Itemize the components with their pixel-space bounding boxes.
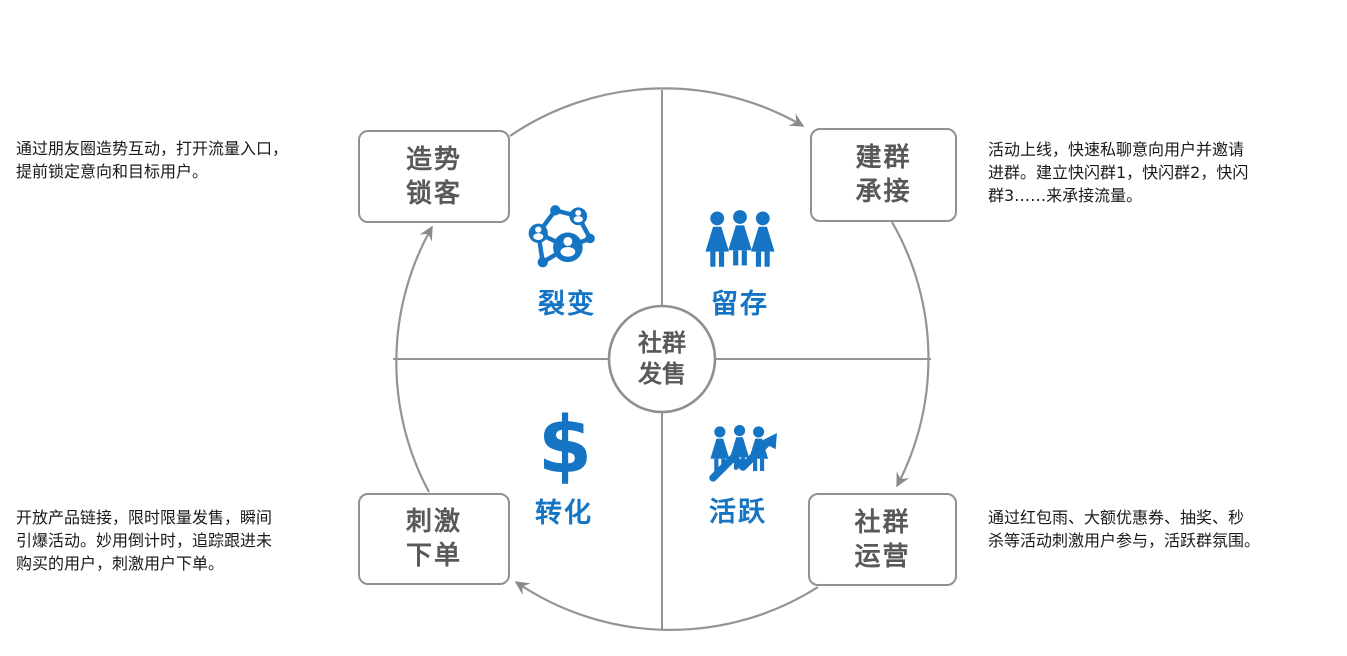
stage-description-stimulate-orders: 开放产品链接，限时限量发售，瞬间 引爆活动。妙用倒计时，追踪跟进未 购买的用户，… xyxy=(16,508,273,573)
dollar-icon: $ xyxy=(537,401,593,491)
arc-right-groups-to-ops xyxy=(891,221,930,488)
arc-left-orders-to-momentum xyxy=(395,225,433,493)
arc-top-momentum-to-groups xyxy=(509,87,805,137)
stage-description-build-momentum: 通过朋友圈造势互动，打开流量入口， 提前锁定意向和目标用户。 xyxy=(16,139,289,181)
people-group-icon xyxy=(705,210,775,267)
stage-box-create-groups: 建群 承接 xyxy=(810,128,957,222)
center-hub-circle xyxy=(607,304,717,414)
stage-box-stimulate-orders: 刺激 下单 xyxy=(358,493,510,585)
center-hub-label: 社群 发售 xyxy=(638,329,686,388)
quadrant-label-active: 活跃 xyxy=(709,497,767,528)
stage-description-community-ops: 通过红包雨、大额优惠券、抽奖、秒 杀等活动刺激用户参与，活跃群氛围。 xyxy=(988,508,1261,550)
fission-network-icon xyxy=(528,205,595,268)
quadrant-label-retention: 留存 xyxy=(711,289,769,320)
arc-bottom-ops-to-orders xyxy=(514,581,819,631)
people-growth-icon xyxy=(709,424,777,482)
stage-box-build-momentum: 造势 锁客 xyxy=(358,130,510,223)
quadrant-label-conversion: 转化 xyxy=(535,498,593,529)
stage-box-community-ops: 社群 运营 xyxy=(808,493,957,586)
stage-description-create-groups: 活动上线，快速私聊意向用户并邀请 进群。建立快闪群1，快闪群2，快闪 群3……来… xyxy=(988,140,1249,205)
quadrant-label-fission: 裂变 xyxy=(538,289,596,320)
